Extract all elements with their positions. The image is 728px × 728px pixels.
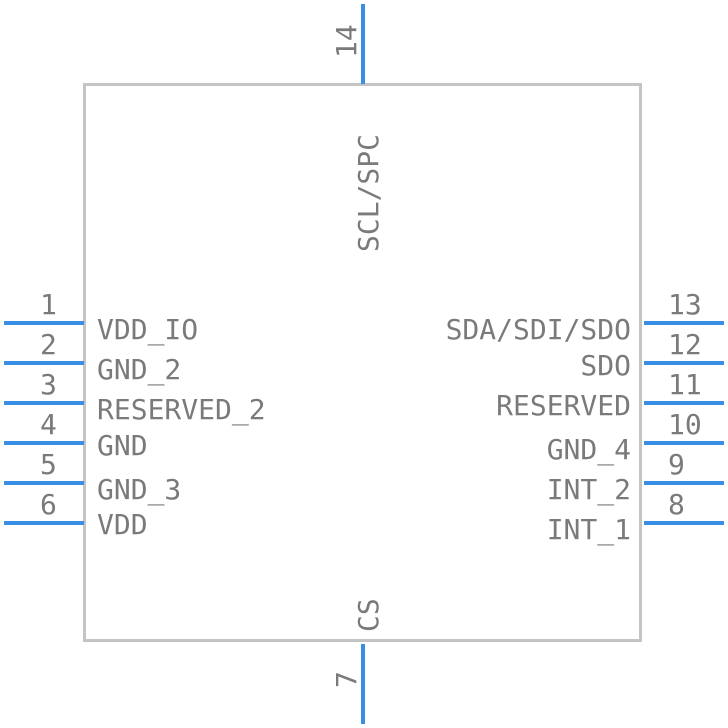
pin-14-label: SCL/SPC <box>352 133 385 252</box>
pin-10-label: GND_4 <box>546 433 631 466</box>
pin-2-number: 2 <box>40 328 57 361</box>
pin-7-number: 7 <box>330 671 363 688</box>
pin-2-line <box>4 361 84 365</box>
pin-1-label: VDD_IO <box>97 313 199 346</box>
pin-2-label: GND_2 <box>97 353 182 386</box>
pin-11-number: 11 <box>668 368 702 401</box>
pin-9-line <box>644 481 724 485</box>
pin-1-line <box>4 321 84 325</box>
pin-6-line <box>4 521 84 525</box>
pin-14-number: 14 <box>330 24 363 58</box>
pin-11-label: RESERVED <box>496 389 631 422</box>
pin-3-label: RESERVED_2 <box>97 393 266 426</box>
pin-13-line <box>644 321 724 325</box>
pin-7-line <box>361 644 365 724</box>
pin-9-label: INT_2 <box>546 473 631 506</box>
pin-4-number: 4 <box>40 408 57 441</box>
pin-9-number: 9 <box>668 448 685 481</box>
component-body <box>83 83 642 642</box>
pin-12-label: SDO <box>580 349 631 382</box>
pin-4-label: GND <box>97 429 148 462</box>
pin-10-line <box>644 441 724 445</box>
pin-5-label: GND_3 <box>97 473 182 506</box>
pin-3-line <box>4 401 84 405</box>
pin-11-line <box>644 401 724 405</box>
pin-4-line <box>4 441 84 445</box>
pin-6-label: VDD <box>97 508 148 541</box>
pin-5-number: 5 <box>40 448 57 481</box>
pin-12-number: 12 <box>668 328 702 361</box>
pin-7-label: CS <box>352 598 385 632</box>
pin-10-number: 10 <box>668 408 702 441</box>
pin-14-line <box>361 4 365 84</box>
pin-12-line <box>644 361 724 365</box>
pin-3-number: 3 <box>40 368 57 401</box>
pin-13-label: SDA/SDI/SDO <box>445 313 631 346</box>
pin-6-number: 6 <box>40 488 57 521</box>
pin-5-line <box>4 481 84 485</box>
pin-8-number: 8 <box>668 488 685 521</box>
pin-8-line <box>644 521 724 525</box>
pin-8-label: INT_1 <box>546 513 631 546</box>
pin-1-number: 1 <box>40 288 57 321</box>
pin-13-number: 13 <box>668 288 702 321</box>
